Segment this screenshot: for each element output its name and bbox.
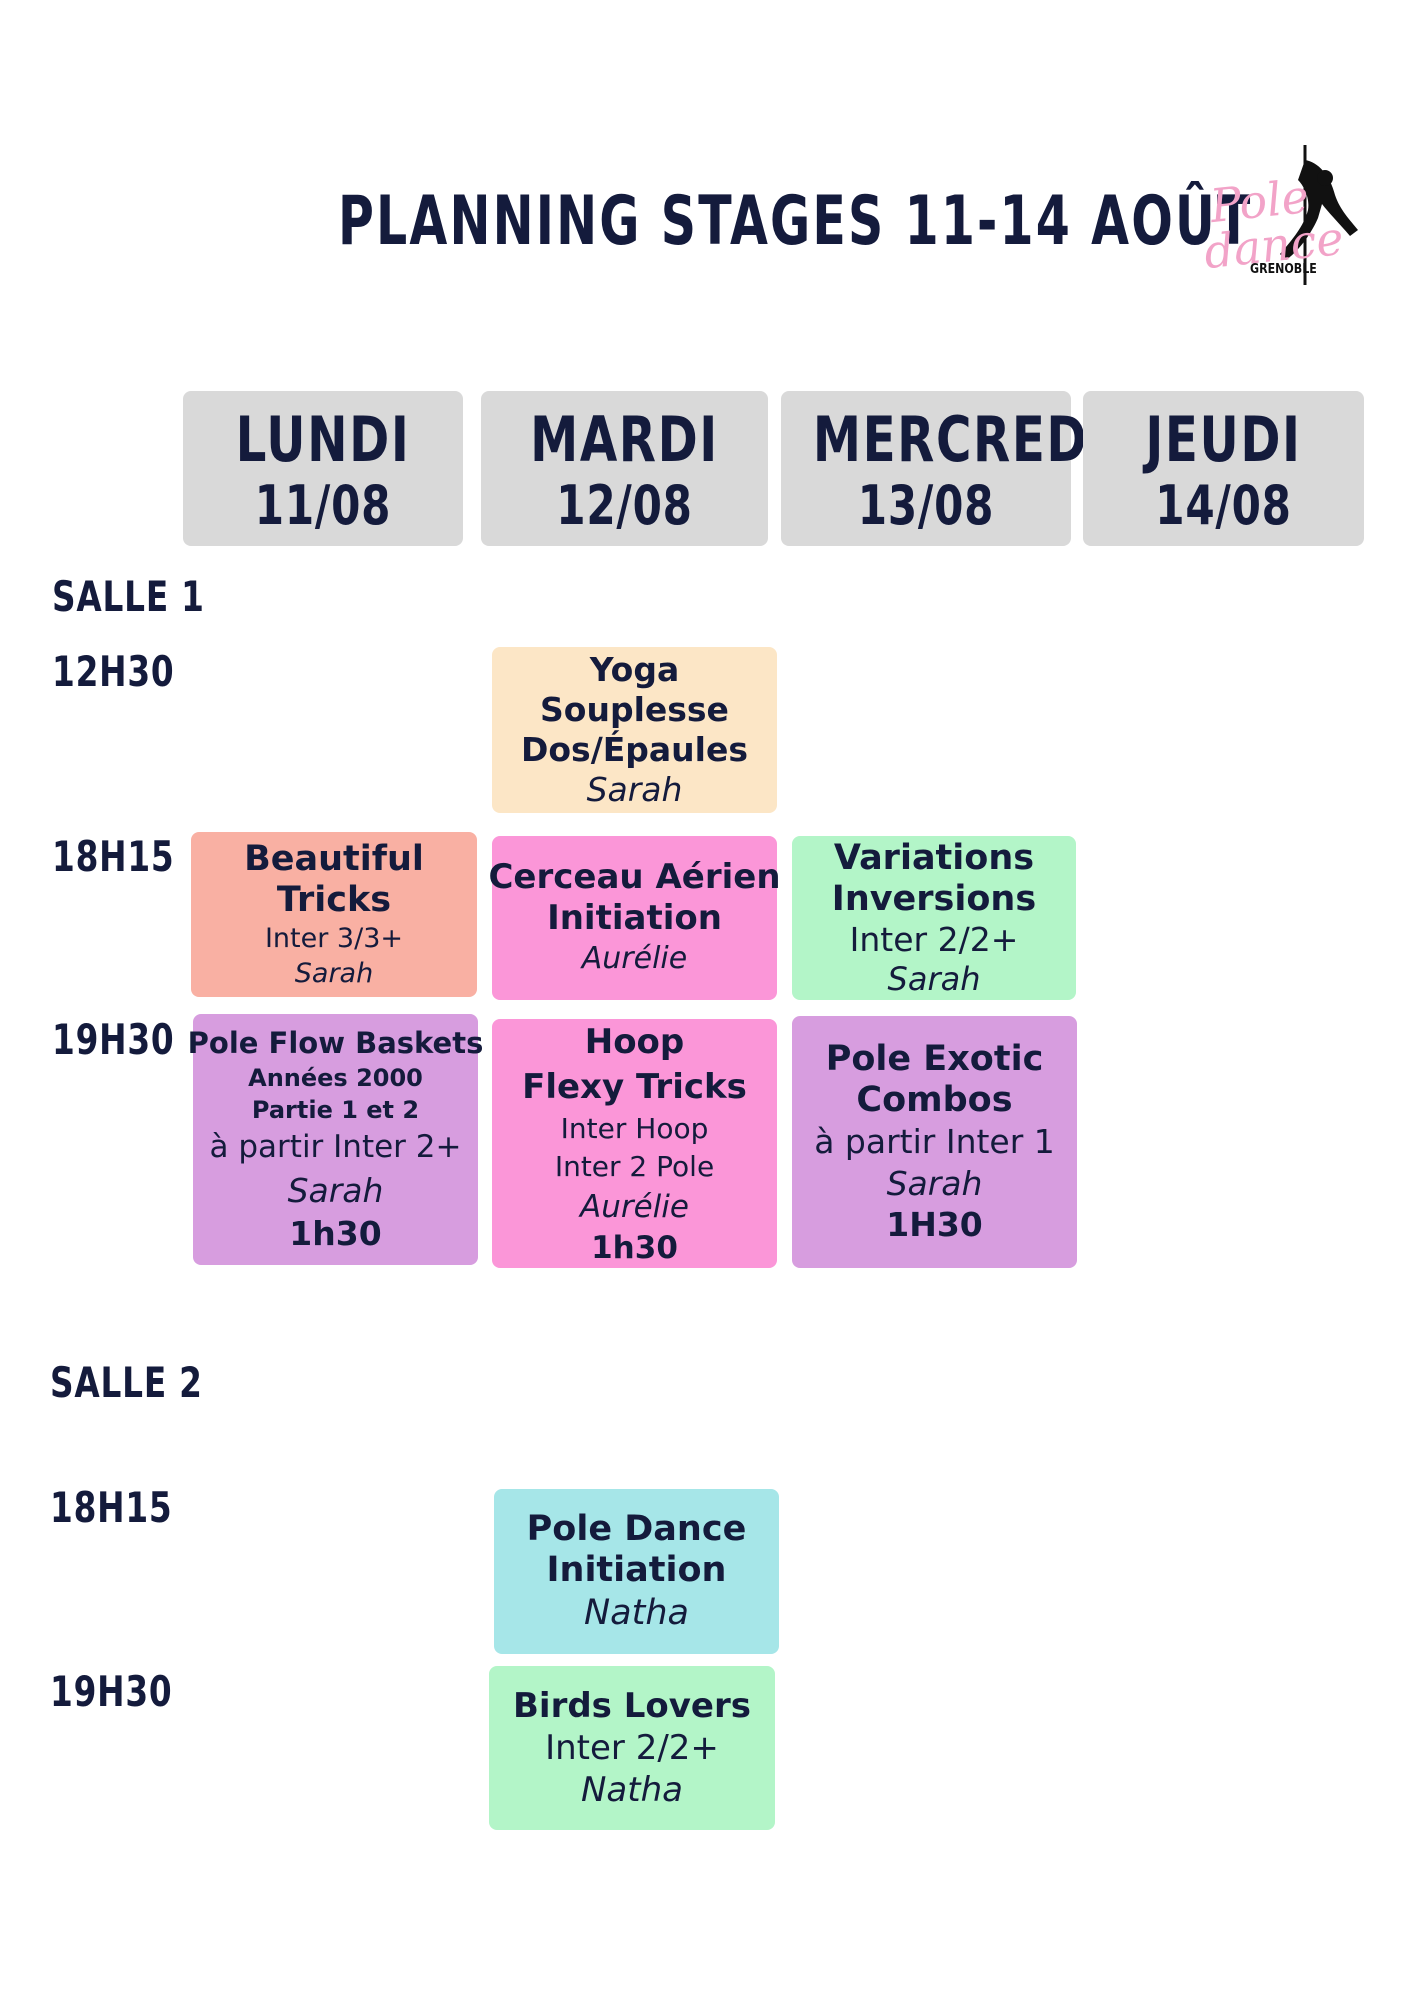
day-date: 13/08 <box>857 474 995 537</box>
class-teacher: Sarah <box>287 1171 384 1210</box>
class-level: à partir Inter 2+ <box>209 1129 462 1165</box>
day-name: MERCREDI <box>812 403 1108 476</box>
class-card-pole-dance-initiation: Pole Dance Initiation Natha <box>494 1489 779 1654</box>
day-date: 14/08 <box>1155 474 1292 537</box>
class-card-yoga-souplesse: Yoga Souplesse Dos/Épaules Sarah <box>492 647 777 813</box>
day-header-jeudi: JEUDI 14/08 <box>1083 391 1364 546</box>
day-name: MARDI <box>530 403 719 476</box>
class-teacher: Sarah <box>586 770 683 809</box>
class-level: Inter 2/2+ <box>545 1727 719 1768</box>
class-teacher: Aurélie <box>581 941 688 976</box>
class-teacher: Sarah <box>887 960 981 998</box>
pole-dance-grenoble-logo: Pole dance GRENOBLE <box>1200 140 1370 290</box>
room-label-salle-1: SALLE 1 <box>52 572 205 621</box>
class-title-line: Dos/Épaules <box>520 730 749 769</box>
time-label-18h15: 18H15 <box>50 1483 173 1532</box>
time-label-19h30: 19H30 <box>52 1015 175 1064</box>
class-title-line: Tricks <box>276 879 392 920</box>
class-subtitle: Années 2000 <box>248 1064 423 1092</box>
class-title: Pole Flow Baskets <box>187 1026 484 1060</box>
day-name: JEUDI <box>1145 403 1302 476</box>
class-teacher: Natha <box>584 1592 689 1633</box>
class-title-line: Combos <box>856 1080 1013 1120</box>
class-teacher: Natha <box>581 1769 683 1810</box>
class-title-line: Pole Dance <box>526 1508 747 1549</box>
day-header-lundi: LUNDI 11/08 <box>183 391 463 546</box>
class-title-line: Initiation <box>547 898 722 938</box>
class-title: Birds Lovers <box>513 1685 751 1726</box>
class-title-line: Yoga <box>589 650 680 689</box>
class-card-birds-lovers: Birds Lovers Inter 2/2+ Natha <box>489 1666 775 1830</box>
class-subtitle: Partie 1 et 2 <box>251 1096 420 1124</box>
day-date: 11/08 <box>254 474 392 537</box>
class-card-hoop-flexy-tricks: Hoop Flexy Tricks Inter Hoop Inter 2 Pol… <box>492 1019 777 1268</box>
class-duration: 1h30 <box>289 1214 382 1253</box>
class-title-line: Souplesse <box>540 690 729 729</box>
time-label-18h15: 18H15 <box>52 832 175 881</box>
class-card-variations-inversions: Variations Inversions Inter 2/2+ Sarah <box>792 836 1076 1000</box>
class-duration: 1h30 <box>591 1229 678 1266</box>
class-title-line: Cerceau Aérien <box>488 857 781 897</box>
logo-city: GRENOBLE <box>1250 262 1317 277</box>
page-title: PLANNING STAGES 11-14 AOÛT <box>338 182 1253 261</box>
dancer-silhouette-icon <box>1280 145 1358 285</box>
class-card-pole-exotic-combos: Pole Exotic Combos à partir Inter 1 Sara… <box>792 1016 1077 1268</box>
time-label-19h30: 19H30 <box>50 1667 173 1716</box>
class-card-cerceau-aerien: Cerceau Aérien Initiation Aurélie <box>488 836 781 1000</box>
class-level: Inter Hoop <box>560 1111 709 1145</box>
class-card-beautiful-tricks: Beautiful Tricks Inter 3/3+ Sarah <box>191 832 477 997</box>
time-label-12h30: 12H30 <box>52 647 175 696</box>
class-card-pole-flow-baskets: Pole Flow Baskets Années 2000 Partie 1 e… <box>188 1014 483 1265</box>
class-level: Inter 2 Pole <box>554 1149 715 1183</box>
class-level: Inter 2/2+ <box>849 920 1019 959</box>
class-title-line: Inversions <box>831 879 1037 919</box>
class-level: Inter 3/3+ <box>264 922 404 954</box>
day-header-mardi: MARDI 12/08 <box>481 391 768 546</box>
class-title-line: Variations <box>833 838 1035 878</box>
class-duration: 1H30 <box>886 1205 983 1244</box>
class-title-line: Hoop <box>584 1021 685 1062</box>
class-teacher: Sarah <box>294 957 374 989</box>
day-header-mercredi: MERCREDI 13/08 <box>781 391 1108 546</box>
class-title-line: Beautiful <box>244 838 424 879</box>
room-label-salle-2: SALLE 2 <box>50 1358 203 1407</box>
class-teacher: Sarah <box>886 1164 983 1203</box>
day-name: LUNDI <box>235 403 411 476</box>
class-level: à partir Inter 1 <box>814 1122 1055 1161</box>
class-title-line: Flexy Tricks <box>522 1066 747 1107</box>
day-date: 12/08 <box>556 474 693 537</box>
class-title-line: Initiation <box>546 1549 727 1590</box>
class-title-line: Pole Exotic <box>825 1039 1044 1079</box>
class-teacher: Aurélie <box>580 1188 689 1225</box>
